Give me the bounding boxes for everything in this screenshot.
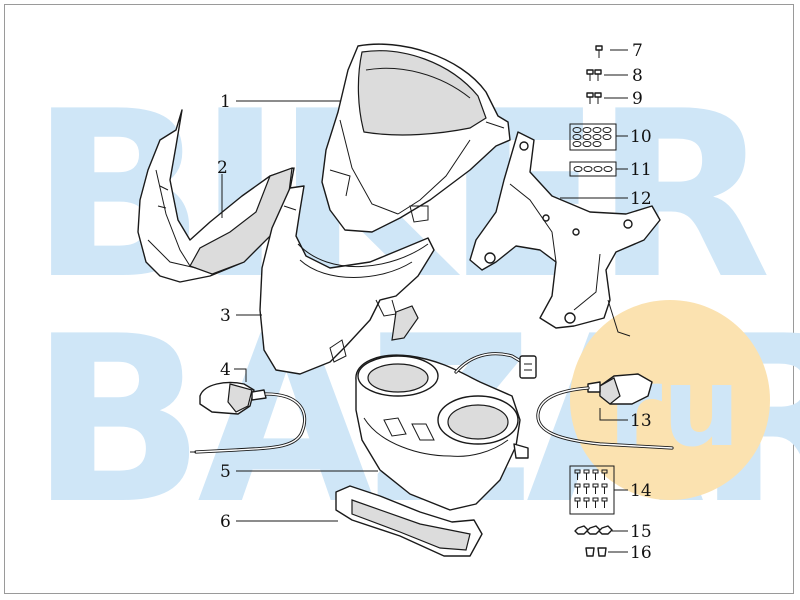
- callout-7: 7: [632, 41, 643, 61]
- hardware-15-nuts: [574, 525, 613, 535]
- callout-5: 5: [220, 462, 231, 482]
- callout-4: 4: [220, 360, 231, 380]
- part-2-nose-cowl: [137, 109, 295, 283]
- callout-2: 2: [217, 158, 228, 178]
- part-3-lower-fairing: [259, 185, 435, 375]
- callout-9: 9: [632, 89, 643, 109]
- part-4-left-indicator: [190, 381, 307, 454]
- part-12-mounting-bracket: [469, 131, 661, 337]
- part-5-instrument-housing: [355, 352, 537, 511]
- callout-3: 3: [220, 306, 231, 326]
- hardware-9-bolts: [586, 92, 602, 104]
- part-6-trim-strip: [335, 485, 483, 557]
- leader-lines: [221, 49, 628, 553]
- callout-10: 10: [630, 127, 652, 147]
- hardware-7-screw: [595, 45, 603, 58]
- part-1-upper-fairing: [321, 43, 511, 233]
- diagram-frame: [4, 4, 794, 594]
- callout-labels: 1 2 3 4 5 6 7 8 9 10 11 12 13 14 15 16: [217, 41, 652, 563]
- callout-15: 15: [630, 522, 652, 542]
- callout-11: 11: [630, 160, 652, 180]
- hardware-8-bolts: [586, 69, 602, 81]
- callout-8: 8: [632, 66, 643, 86]
- watermark-badge: [570, 300, 770, 500]
- callout-6: 6: [220, 512, 231, 532]
- callout-1: 1: [220, 92, 231, 112]
- hardware-10-washer-set: [569, 123, 617, 151]
- callout-14: 14: [630, 481, 652, 501]
- callout-16: 16: [630, 543, 652, 563]
- callout-12: 12: [630, 189, 652, 209]
- hardware-16-caps: [585, 547, 607, 557]
- watermark-badge-text: ru: [608, 343, 741, 471]
- callout-13: 13: [630, 411, 652, 431]
- part-13-right-indicator: [536, 373, 674, 450]
